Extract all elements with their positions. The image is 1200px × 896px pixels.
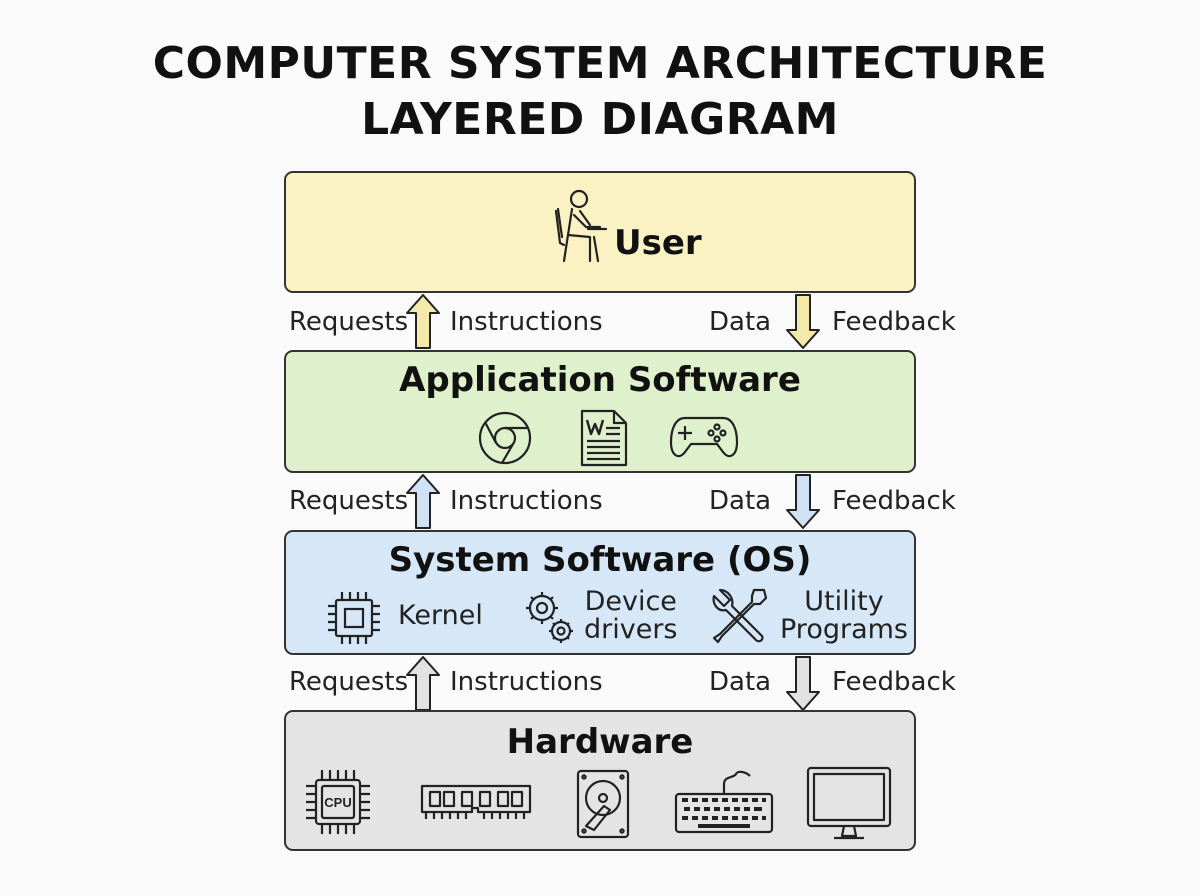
gears-icon	[526, 592, 573, 643]
feedback-label-3: Feedback	[832, 667, 956, 697]
requests-label-1: Requests	[289, 307, 409, 337]
feedback-arrow-down-2	[786, 474, 820, 529]
instructions-label-1: Instructions	[450, 307, 603, 337]
feedback-arrow-down-3	[786, 656, 820, 711]
requests-label-2: Requests	[289, 486, 409, 516]
instructions-label-3: Instructions	[450, 667, 603, 697]
os-layer-label: System Software (OS)	[388, 540, 812, 580]
title-line-2: LAYERED DIAGRAM	[361, 94, 839, 145]
feedback-label-1: Feedback	[832, 307, 956, 337]
device-drivers-label-line-2: drivers	[584, 614, 678, 645]
cpu-icon: CPU	[306, 770, 370, 834]
gamepad-icon	[669, 416, 739, 458]
monitor-icon	[806, 766, 892, 840]
browser-icon	[478, 411, 532, 465]
person-at-desk-icon	[554, 189, 608, 263]
device-drivers-label: Device drivers	[584, 588, 678, 644]
feedback-arrow-down-1	[786, 294, 820, 349]
hardware-layer: Hardware CPU	[284, 710, 916, 851]
cpu-chip-text: CPU	[324, 795, 351, 810]
hard-drive-icon	[576, 769, 630, 839]
utility-programs-label-line-1: Utility	[804, 586, 884, 617]
keyboard-icon	[674, 770, 774, 834]
requests-arrow-up-3	[406, 656, 440, 711]
application-layer: Application Software	[284, 350, 916, 473]
diagram-title: COMPUTER SYSTEM ARCHITECTURE LAYERED DIA…	[0, 36, 1200, 148]
utility-programs-label: Utility Programs	[780, 588, 908, 644]
requests-label-3: Requests	[289, 667, 409, 697]
ram-icon	[420, 784, 532, 819]
title-line-1: COMPUTER SYSTEM ARCHITECTURE	[152, 38, 1048, 89]
kernel-label: Kernel	[398, 600, 483, 631]
instructions-label-2: Instructions	[450, 486, 603, 516]
word-document-icon	[580, 409, 628, 467]
tools-icon	[712, 588, 768, 644]
data-label-3: Data	[709, 667, 772, 697]
requests-arrow-up-2	[406, 474, 440, 529]
data-label-1: Data	[709, 307, 772, 337]
feedback-label-2: Feedback	[832, 486, 956, 516]
os-layer: System Software (OS) Kernel Device drive…	[284, 530, 916, 655]
application-layer-label: Application Software	[399, 360, 801, 400]
utility-programs-label-line-2: Programs	[780, 614, 908, 645]
device-drivers-label-line-1: Device	[584, 586, 677, 617]
chip-icon	[328, 592, 380, 644]
requests-arrow-up-1	[406, 294, 440, 349]
data-label-2: Data	[709, 486, 772, 516]
hardware-layer-label: Hardware	[506, 722, 694, 762]
user-layer-label: User	[614, 223, 702, 263]
user-layer: User	[284, 171, 916, 293]
